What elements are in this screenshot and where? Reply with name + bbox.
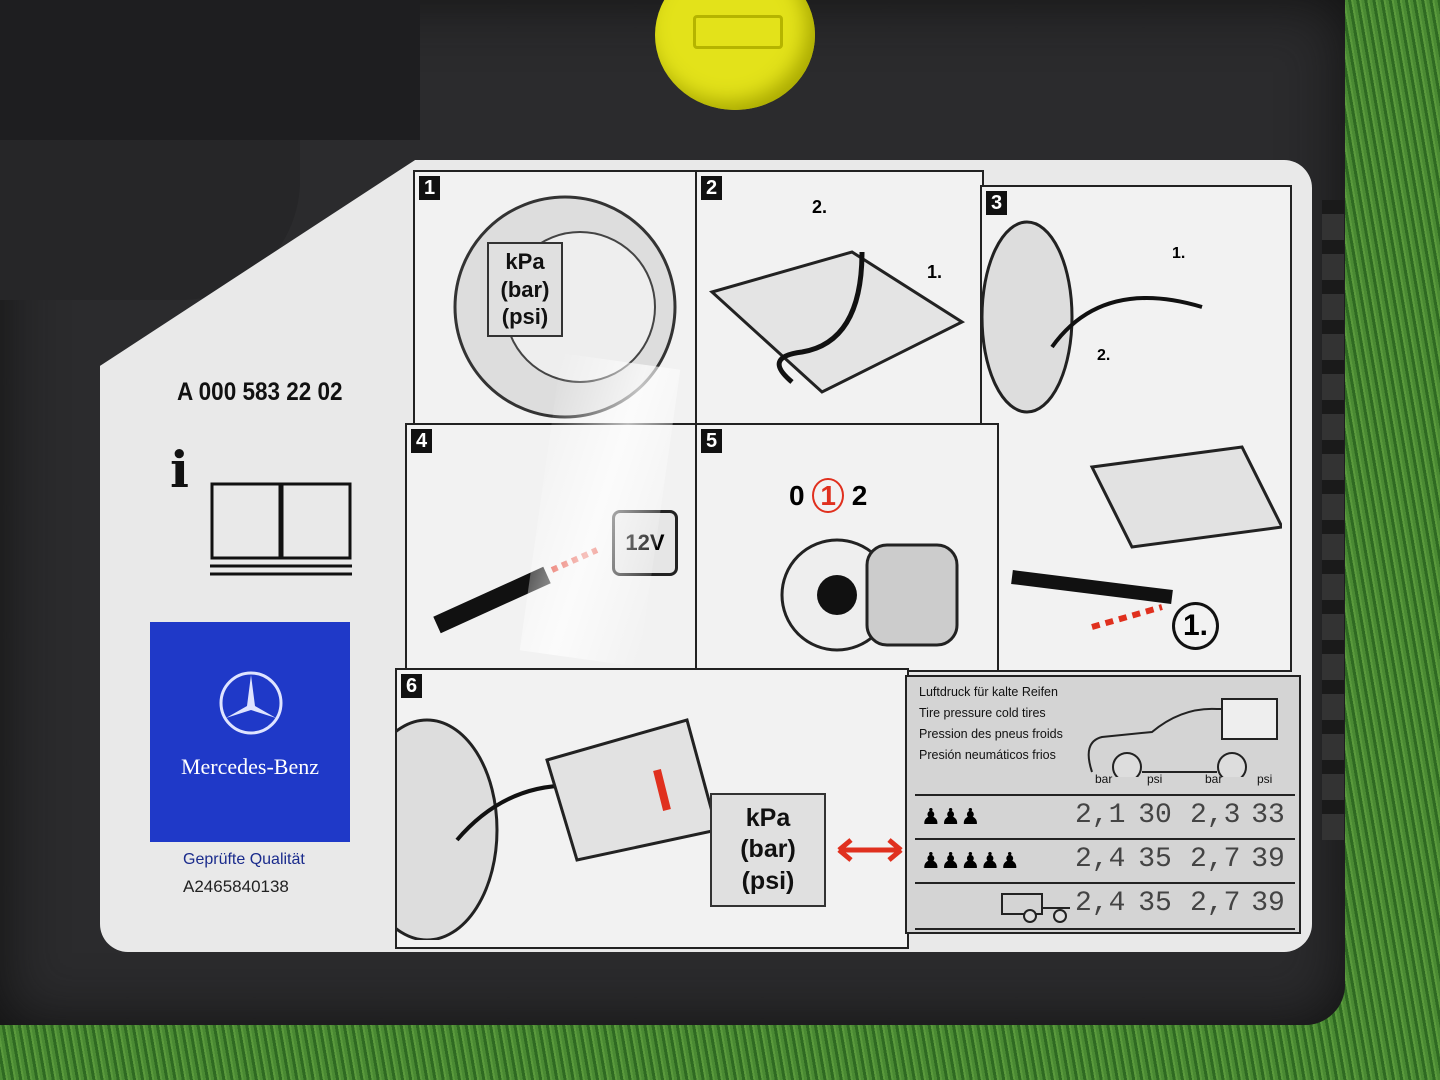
header-rear-psi: psi — [1257, 772, 1273, 786]
position-0: 0 — [789, 480, 805, 511]
front-psi: 30 — [1138, 800, 1172, 831]
step-3-panel: 3 1. 2. 1. — [980, 185, 1292, 672]
unit-psi: (psi) — [741, 866, 795, 895]
case-ribs — [1322, 200, 1344, 840]
rear-bar: 2,7 — [1190, 844, 1241, 875]
brand-name: Mercedes-Benz — [180, 754, 320, 779]
title-fr: Pression des pneus froids — [919, 727, 1063, 741]
unit-kpa: kPa — [745, 804, 791, 832]
step-number: 6 — [401, 674, 423, 698]
mercedes-logo-panel: Mercedes-Benz — [150, 622, 350, 842]
rear-psi: 39 — [1251, 888, 1285, 919]
position-2: 2 — [851, 480, 868, 511]
step-2-panel: 2 2. 1. — [695, 170, 984, 427]
front-bar: 2,4 — [1075, 844, 1126, 875]
rear-bar: 2,3 — [1190, 800, 1241, 831]
table-row: 2,4 35 2,7 39 — [915, 882, 1295, 930]
rear-psi: 33 — [1251, 800, 1285, 831]
wheel-connection-illustration — [982, 220, 1282, 630]
front-psi: 35 — [1138, 844, 1172, 875]
info-icon: i — [170, 440, 189, 499]
pressure-units-box: kPa (bar) (psi) — [710, 793, 826, 907]
title-en: Tire pressure cold tires — [919, 706, 1046, 720]
double-arrow-icon — [837, 838, 903, 862]
table-row: ♟♟♟♟♟ 2,4 35 2,7 39 — [915, 838, 1295, 884]
position-1: 1 — [812, 478, 844, 513]
callout-2: 2. — [812, 197, 828, 217]
part-number: A 000 583 22 02 — [177, 378, 343, 406]
manual-book-icon — [210, 482, 352, 576]
case-lid-recess — [0, 0, 420, 140]
callout-1-large: 1. — [1172, 602, 1220, 650]
front-bar: 2,4 — [1075, 888, 1126, 919]
inflation-illustration — [397, 718, 719, 940]
load-icon-5-persons: ♟♟♟♟♟ — [921, 848, 1020, 873]
callout-1: 1. — [927, 262, 943, 282]
step-5-panel: 5 0 1 2 — [695, 423, 999, 672]
rear-psi: 39 — [1251, 844, 1285, 875]
mercedes-star-icon — [219, 671, 283, 735]
header-rear-bar: bar — [1205, 772, 1223, 786]
front-bar: 2,1 — [1075, 800, 1126, 831]
yellow-cap[interactable] — [655, 0, 815, 110]
step-number: 4 — [411, 429, 433, 453]
step-number: 2 — [701, 176, 723, 200]
unit-bar: (bar) — [500, 276, 550, 302]
cap-slot — [693, 15, 783, 49]
compressor-illustration — [708, 250, 966, 394]
header-front-psi: psi — [1147, 772, 1163, 786]
step-6-panel: 6 kPa (bar) (psi) — [395, 668, 909, 949]
power-switch-icon — [780, 538, 959, 652]
switch-positions: 0 1 2 — [789, 478, 868, 513]
step-number: 1 — [419, 176, 441, 200]
title-de: Luftdruck für kalte Reifen — [919, 685, 1058, 699]
table-row: ♟♟♟ 2,1 30 2,3 33 — [915, 794, 1295, 840]
step-number: 3 — [986, 191, 1008, 215]
unit-kpa: kPa — [505, 249, 545, 274]
callout-2: 2. — [1097, 347, 1111, 364]
unit-psi: (psi) — [501, 304, 549, 329]
pressure-units-box: kPa (bar) (psi) — [487, 242, 563, 337]
label-code: A2465840138 — [183, 877, 289, 896]
load-icon-3-persons: ♟♟♟ — [921, 804, 981, 829]
unit-bar: (bar) — [740, 835, 796, 864]
front-psi: 35 — [1138, 888, 1172, 919]
tire-pressure-table: Luftdruck für kalte Reifen Tire pressure… — [905, 675, 1301, 934]
title-es: Presión neumáticos frios — [919, 748, 1056, 762]
car-outline-icon — [1087, 698, 1278, 777]
step-number: 5 — [701, 429, 723, 453]
quality-text: Geprüfte Qualität — [183, 851, 305, 868]
header-front-bar: bar — [1095, 772, 1113, 786]
trailer-icon — [1001, 893, 1070, 923]
rear-bar: 2,7 — [1190, 888, 1241, 919]
callout-1: 1. — [1172, 245, 1186, 262]
